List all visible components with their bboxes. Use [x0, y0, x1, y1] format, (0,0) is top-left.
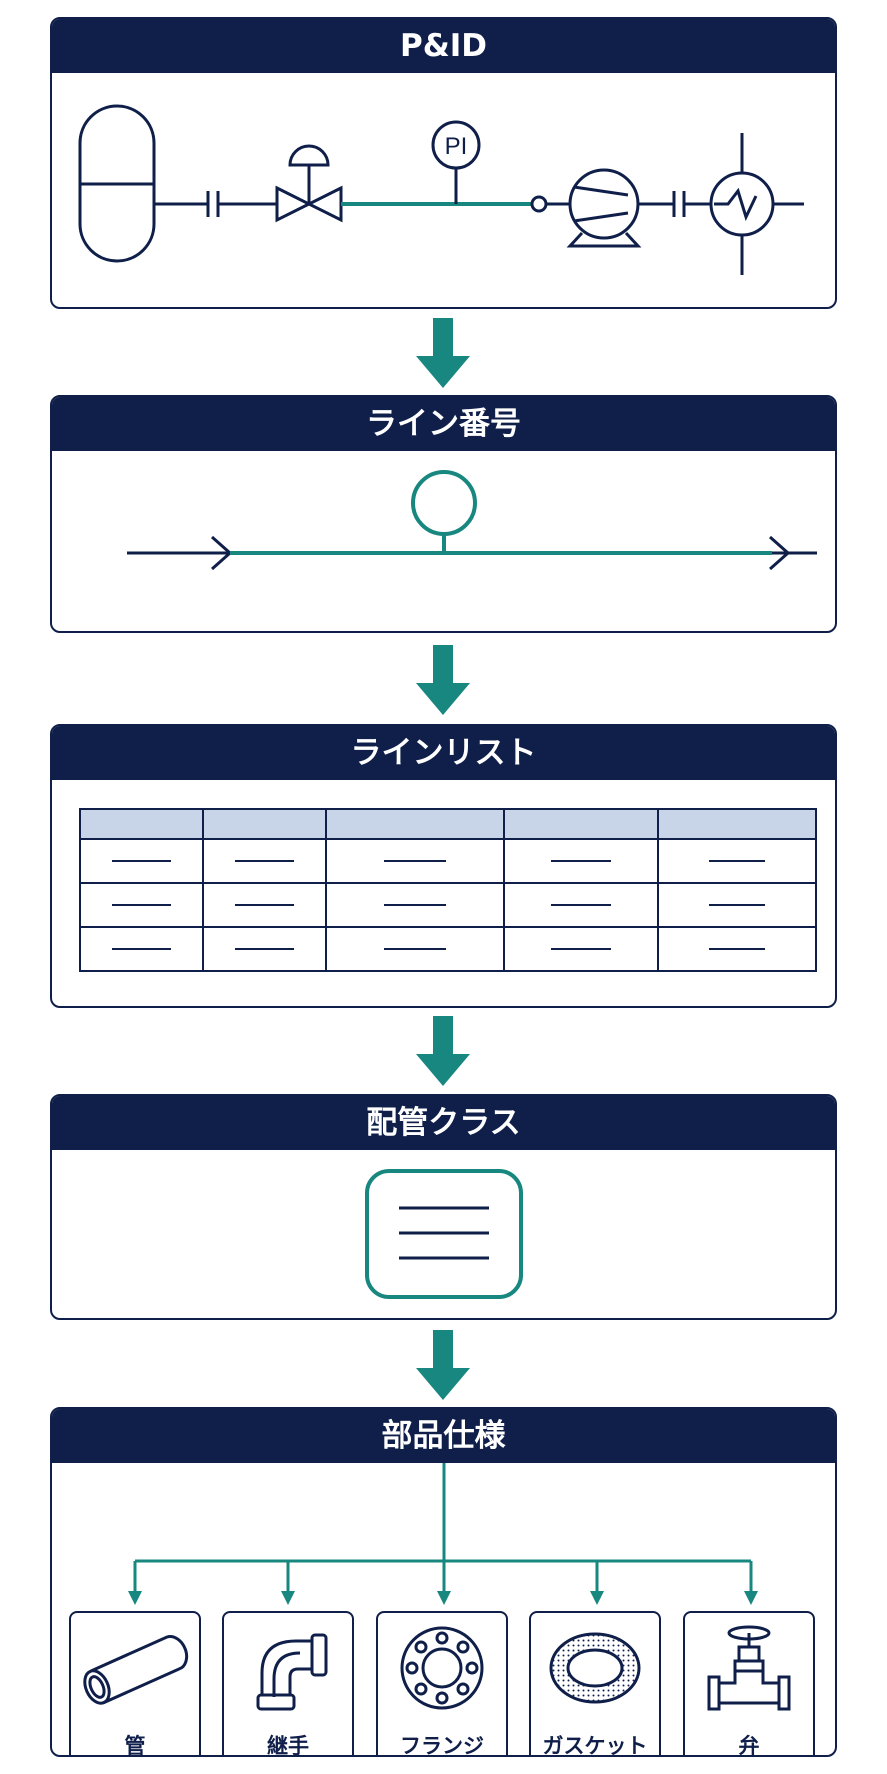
table-header-cell: [503, 808, 659, 840]
table-cell: [79, 882, 204, 928]
table-cell: [325, 926, 505, 972]
component-label: 継手: [267, 1734, 309, 1757]
line-list-table: [79, 808, 817, 972]
table-row: [79, 882, 817, 928]
control-valve-icon: [275, 144, 343, 223]
table-header-row: [79, 808, 817, 840]
line-number-panel-title: ライン番号: [52, 397, 835, 451]
table-row: [79, 926, 817, 972]
line-number-panel: ライン番号: [50, 395, 837, 633]
table-header-cell: [657, 808, 817, 840]
flow-arrow-icon: [416, 1330, 470, 1400]
piping-class-panel: 配管クラス: [50, 1094, 837, 1320]
table-header-cell: [325, 808, 505, 840]
component-card-valve: 弁: [683, 1611, 815, 1757]
line-list-panel-title: ラインリスト: [52, 726, 835, 780]
table-cell: [657, 882, 817, 928]
component-label: 管: [124, 1734, 146, 1757]
pipe-icon: [83, 1635, 189, 1705]
gasket-icon: [549, 1632, 641, 1704]
table-cell: [503, 838, 659, 884]
table-cell: [79, 838, 204, 884]
flange-icon: [400, 1626, 484, 1710]
component-spec-panel: 部品仕様: [50, 1407, 837, 1757]
pid-schematic: PI: [78, 104, 804, 275]
table-cell: [202, 882, 327, 928]
component-label: フランジ: [400, 1734, 484, 1757]
table-cell: [79, 926, 204, 972]
elbow-fitting-icon: [256, 1633, 328, 1711]
component-label: ガスケット: [542, 1734, 648, 1757]
line-number-tag-icon: [411, 470, 477, 536]
piping-class-panel-title: 配管クラス: [52, 1096, 835, 1150]
table-cell: [325, 838, 505, 884]
component-card-gasket: ガスケット: [529, 1611, 661, 1757]
pid-panel-title: P&ID: [52, 19, 835, 73]
table-cell: [325, 882, 505, 928]
table-cell: [657, 926, 817, 972]
svg-text:PI: PI: [445, 133, 468, 160]
table-cell: [202, 926, 327, 972]
table-cell: [202, 838, 327, 884]
flow-arrow-icon: [416, 645, 470, 715]
pressure-indicator-icon: PI: [431, 120, 481, 204]
table-cell: [657, 838, 817, 884]
component-card-flange: フランジ: [376, 1611, 508, 1757]
heat-exchanger-icon: [709, 133, 804, 275]
table-header-cell: [202, 808, 327, 840]
vessel-icon: [78, 104, 156, 263]
pid-diagram: PI: [52, 73, 835, 307]
component-spec-panel-title: 部品仕様: [52, 1409, 835, 1463]
valve-icon: [707, 1625, 791, 1711]
table-cell: [503, 926, 659, 972]
flow-arrow-icon: [416, 318, 470, 388]
distribution-connectors: [128, 1463, 758, 1605]
table-cell: [503, 882, 659, 928]
component-card-pipe: 管: [69, 1611, 201, 1757]
document-icon: [365, 1169, 523, 1299]
table-header-cell: [79, 808, 204, 840]
pid-panel: P&ID PI: [50, 17, 837, 309]
component-card-fitting: 継手: [222, 1611, 354, 1757]
table-row: [79, 838, 817, 884]
component-label: 弁: [738, 1734, 760, 1757]
line-number-diagram: [127, 470, 817, 571]
flow-arrow-icon: [416, 1016, 470, 1086]
line-list-panel: ラインリスト: [50, 724, 837, 1008]
pump-icon: [566, 168, 642, 248]
